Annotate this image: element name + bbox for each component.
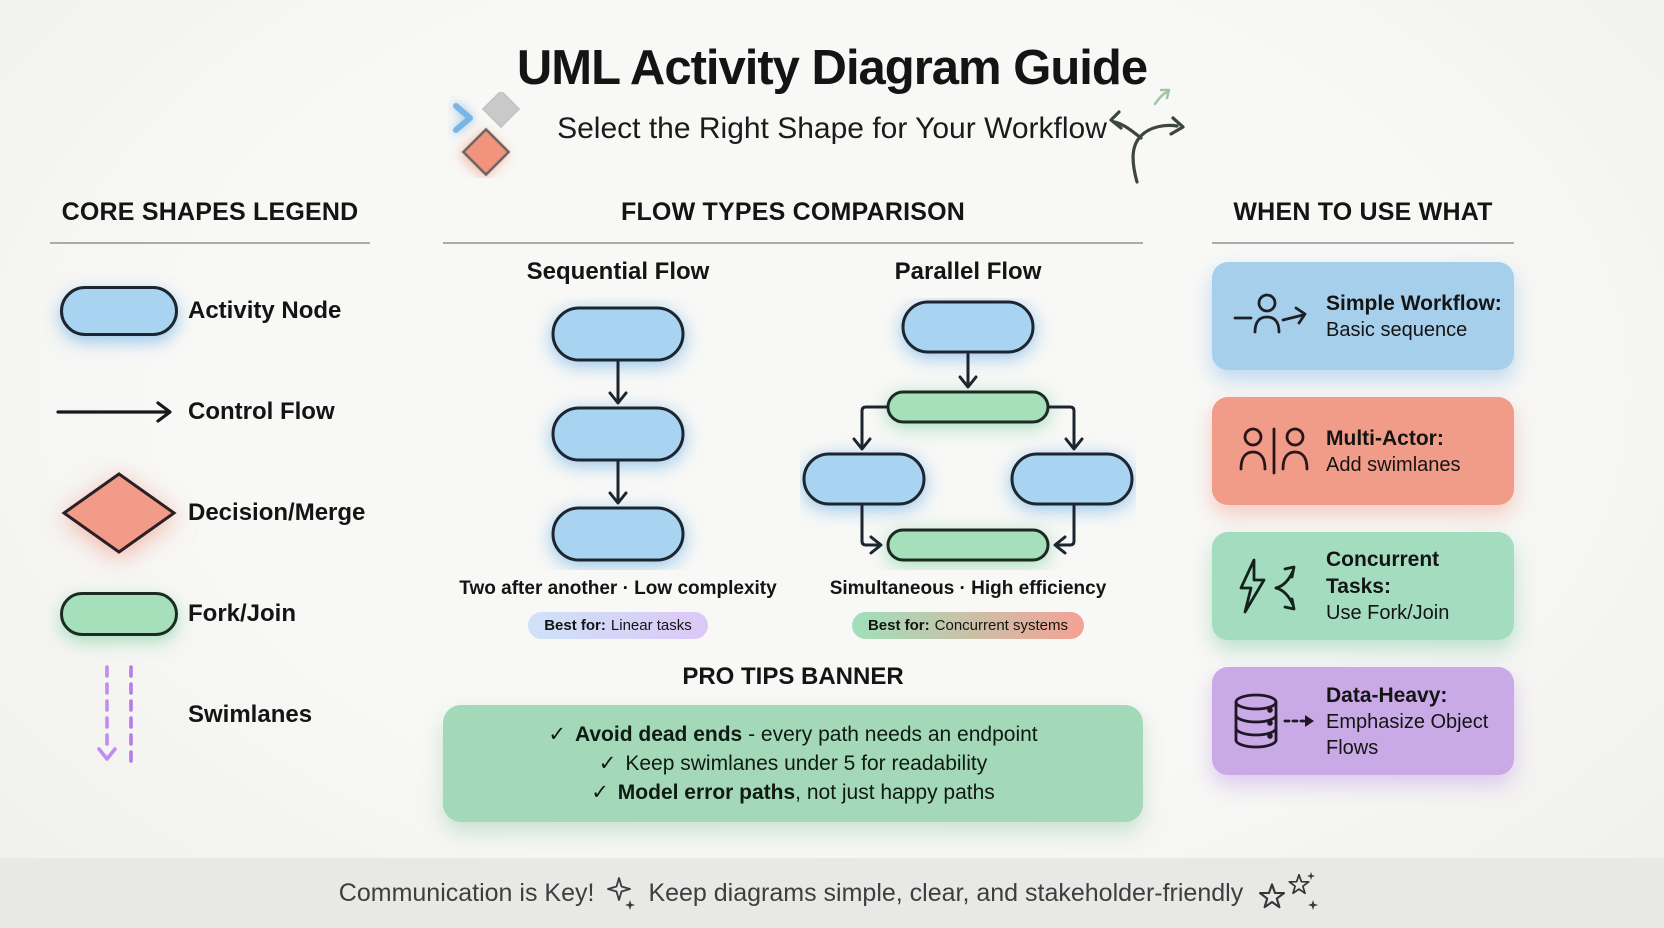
- page-title: UML Activity Diagram Guide: [516, 41, 1148, 95]
- card-subtitle: Add swimlanes: [1326, 453, 1461, 476]
- pro-tips-section: PRO TIPS BANNER ✓ Avoid dead ends - every…: [443, 663, 1143, 822]
- check-icon: ✓: [598, 752, 617, 775]
- fork-join-pill-icon: [50, 591, 188, 636]
- stars-icon: [1259, 872, 1319, 910]
- legend-item-activity-node: Activity Node: [50, 260, 370, 361]
- check-icon: ✓: [548, 723, 566, 746]
- when-to-use-section: WHEN TO USE WHAT Simple Workflow: Basic …: [1212, 198, 1514, 775]
- footer-text-left: Communication is Key!: [338, 878, 595, 907]
- pro-tips-heading: PRO TIPS BANNER: [682, 663, 904, 690]
- card-data-heavy: Data-Heavy: Emphasize Object Flows: [1212, 667, 1514, 775]
- badge-label: Best for:: [544, 617, 606, 634]
- sparkle-icon: [607, 877, 636, 910]
- check-icon: ✓: [591, 781, 609, 804]
- tip-bold-text: Model error paths: [617, 781, 796, 804]
- card-title: Concurrent Tasks:: [1326, 548, 1440, 598]
- person-arrow-icon: [1222, 288, 1326, 344]
- legend-heading: CORE SHAPES LEGEND: [50, 198, 370, 244]
- branching-arrows-doodle-icon: [1109, 88, 1185, 184]
- parallel-flow-caption: Simultaneous · High efficiency: [829, 578, 1107, 599]
- when-to-use-heading: WHEN TO USE WHAT: [1212, 198, 1514, 244]
- card-title: Data-Heavy:: [1326, 683, 1448, 707]
- sequential-flow-title: Sequential Flow: [526, 258, 710, 285]
- legend-item-label: Control Flow: [188, 397, 335, 425]
- pro-tip-item: ✓ Model error paths, not just happy paths: [467, 778, 1119, 807]
- parallel-flow-title: Parallel Flow: [894, 258, 1042, 285]
- tip-text: Keep swimlanes under 5 for readability: [625, 752, 988, 775]
- sequential-flow-column: Sequential Flow Two after another · Low …: [443, 258, 793, 639]
- card-concurrent-tasks: Concurrent Tasks: Use Fork/Join: [1212, 532, 1514, 640]
- card-subtitle: Emphasize Object Flows: [1326, 710, 1489, 759]
- activity-node-pill-icon: [50, 285, 188, 336]
- footer-text-right: Keep diagrams simple, clear, and stakeho…: [648, 878, 1244, 907]
- database-arrow-icon: [1222, 691, 1326, 751]
- card-multi-actor: Multi-Actor: Add swimlanes: [1212, 397, 1514, 505]
- badge-label: Best for:: [867, 617, 930, 634]
- core-shapes-legend-section: CORE SHAPES LEGEND Activity Node Control…: [50, 198, 370, 765]
- shapes-cluster-icon: [453, 89, 521, 177]
- legend-item-label: Decision/Merge: [188, 498, 366, 526]
- parallel-flow-column: Parallel Flow Si: [793, 258, 1143, 639]
- card-simple-workflow: Simple Workflow: Basic sequence: [1212, 262, 1514, 370]
- tip-text: - every path needs an endpoint: [742, 723, 1038, 746]
- page-subtitle: Select the Right Shape for Your Workflow: [557, 112, 1107, 145]
- sequential-flow-diagram: [551, 306, 685, 562]
- decision-diamond-icon: [50, 470, 188, 556]
- card-subtitle: Use Fork/Join: [1326, 602, 1450, 624]
- legend-item-decision-merge: Decision/Merge: [50, 462, 370, 563]
- sequential-flow-caption: Two after another · Low complexity: [459, 578, 777, 599]
- card-subtitle: Basic sequence: [1326, 318, 1468, 341]
- badge-value: Linear tasks: [610, 617, 692, 634]
- header-branch-decoration: [1085, 82, 1203, 195]
- legend-item-label: Fork/Join: [188, 599, 297, 627]
- legend-item-label: Swimlanes: [188, 700, 313, 728]
- comparison-heading: FLOW TYPES COMPARISON: [443, 198, 1143, 244]
- use-case-cards: Simple Workflow: Basic sequence Multi-Ac…: [1212, 262, 1514, 775]
- tip-bold-text: Avoid dead ends: [574, 723, 743, 746]
- footer-banner: Communication is Key! Keep diagrams simp…: [0, 858, 1664, 928]
- tip-text: , not just happy paths: [795, 781, 995, 804]
- control-flow-arrow-icon: [50, 399, 188, 425]
- parallel-best-for-badge: Best for:Concurrent systems: [851, 612, 1085, 639]
- legend-list: Activity Node Control Flow Decision/Merg…: [50, 260, 370, 765]
- card-title: Simple Workflow:: [1326, 291, 1502, 315]
- pro-tip-item: ✓ Avoid dead ends - every path needs an e…: [467, 720, 1119, 749]
- swimlane-dashed-lines-icon: [50, 663, 188, 767]
- flow-diagrams: Sequential Flow Two after another · Low …: [443, 258, 1143, 639]
- sequential-best-for-badge: Best for:Linear tasks: [528, 612, 708, 639]
- card-title: Multi-Actor:: [1326, 426, 1444, 450]
- pro-tips-banner: ✓ Avoid dead ends - every path needs an e…: [443, 705, 1143, 822]
- legend-item-control-flow: Control Flow: [50, 361, 370, 462]
- badge-value: Concurrent systems: [934, 617, 1069, 634]
- pro-tip-item: ✓ Keep swimlanes under 5 for readability: [467, 749, 1119, 778]
- two-actors-icon: [1222, 422, 1326, 480]
- legend-item-swimlanes: Swimlanes: [50, 664, 370, 765]
- flow-types-comparison-section: FLOW TYPES COMPARISON Sequential Flow Tw…: [443, 198, 1143, 822]
- parallel-flow-diagram: [802, 300, 1134, 562]
- lightning-fork-icon: [1222, 556, 1326, 616]
- legend-item-label: Activity Node: [188, 296, 342, 324]
- header-shapes-decoration: [448, 89, 526, 183]
- legend-item-fork-join: Fork/Join: [50, 563, 370, 664]
